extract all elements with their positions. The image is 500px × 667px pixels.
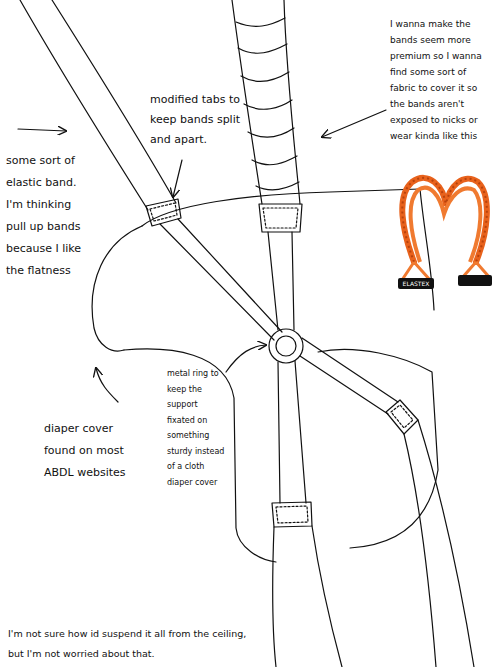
annotation-note: I'm not sure how id suspend it all from …: [8, 624, 248, 664]
leader-arrow: [322, 110, 386, 137]
elastic-band: [273, 526, 342, 667]
strap: [278, 361, 306, 503]
metal-ring: [276, 336, 296, 356]
strap: [160, 224, 274, 340]
annotation-note: metal ring to keep the support fixated o…: [167, 366, 225, 490]
elastic-band: [404, 420, 474, 667]
annotation-note: modified tabs to keep bands split and ap…: [150, 90, 262, 150]
tab: [272, 502, 312, 527]
tab-stitch: [263, 208, 298, 228]
diaper-cover-leg: [124, 349, 276, 562]
metal-ring: [269, 329, 303, 363]
diaper-cover-outline: [92, 226, 142, 351]
fabric-fold: [236, 18, 299, 190]
leader-arrow: [226, 345, 266, 372]
annotation-note: some sort of elastic band. I'm thinking …: [6, 150, 92, 282]
leader-arrow: [173, 160, 182, 197]
brand-label: ELASTEX: [399, 279, 433, 288]
annotation-note: I wanna make the bands seem more premium…: [390, 16, 494, 144]
band-photo: [398, 178, 492, 289]
leader-arrow: [96, 368, 118, 402]
leader-arrow: [18, 129, 66, 131]
tab: [259, 204, 302, 232]
elastic-band: [284, 0, 300, 204]
tab-stitch: [150, 203, 177, 221]
tab: [386, 400, 418, 434]
strap: [300, 338, 398, 414]
strap: [178, 219, 282, 332]
tab-stitch: [391, 405, 413, 428]
annotation-note: diaper cover found on most ABDL websites: [44, 418, 128, 484]
tab: [146, 199, 181, 226]
diaper-cover-outline: [420, 189, 434, 310]
tab-stitch: [276, 506, 308, 523]
strap: [268, 232, 294, 330]
